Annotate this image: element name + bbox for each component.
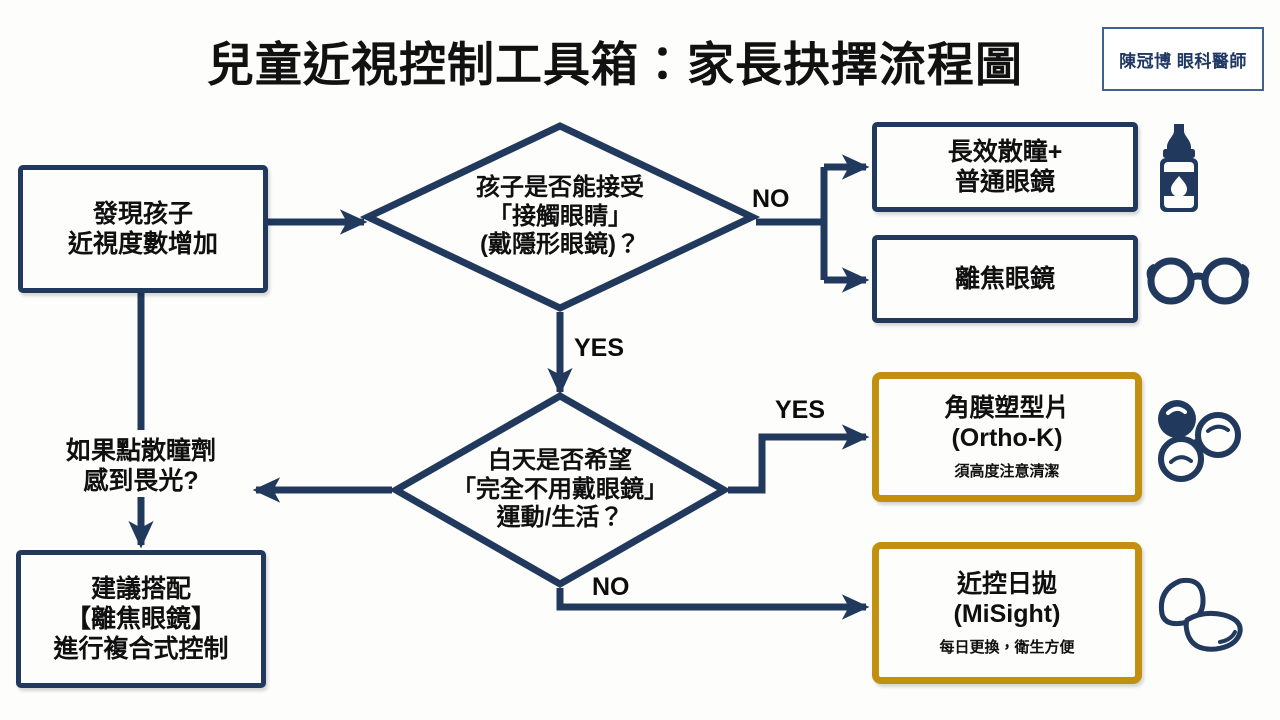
decision1-text: 孩子是否能接受 「接觸眼睛」 (戴隱形眼鏡)？ xyxy=(364,122,756,312)
node-combo-line-2: 【離焦眼鏡】 xyxy=(65,605,216,633)
contact-lens-case-icon xyxy=(1150,398,1250,484)
node-atropine-glasses[interactable]: 長效散瞳+ 普通眼鏡 xyxy=(872,122,1138,212)
node-photophobia-question: 如果點散瞳劑 感到畏光? xyxy=(10,436,272,496)
node-atropine-line-2: 普通眼鏡 xyxy=(954,168,1055,196)
node-decision2-line-1: 白天是否希望 xyxy=(488,446,632,474)
edge-label-decision2-no: NO xyxy=(592,573,630,601)
decision1-shape xyxy=(359,122,761,312)
node-start[interactable]: 發現孩子 近視度數增加 xyxy=(18,165,268,293)
doctor-badge: 陳冠博 眼科醫師 xyxy=(1102,27,1264,91)
node-decision2[interactable]: 白天是否希望 「完全不用戴眼鏡」 運動/生活？ xyxy=(388,391,732,589)
node-decision1-line-3: (戴隱形眼鏡)？ xyxy=(480,231,640,259)
node-ortho-k[interactable]: 角膜塑型片 (Ortho-K) 須高度注意清潔 xyxy=(872,372,1142,502)
node-start-line-1: 發現孩子 xyxy=(92,200,193,228)
daily-contact-lenses-icon xyxy=(1150,572,1250,656)
node-decision2-line-3: 運動/生活？ xyxy=(496,504,624,532)
doctor-badge-label: 陳冠博 眼科醫師 xyxy=(1119,51,1247,71)
page-title: 兒童近視控制工具箱：家長抉擇流程圖 xyxy=(207,38,1023,91)
node-defocus-line-1: 離焦眼鏡 xyxy=(954,265,1055,293)
edge-label-decision1-yes: YES xyxy=(574,334,625,362)
decision2-shape xyxy=(388,391,732,589)
node-misight-line-1: 近控日拋 xyxy=(956,570,1057,598)
node-atropine-line-1: 長效散瞳+ xyxy=(947,138,1063,166)
node-ortho-k-line-2: (Ortho-K) xyxy=(951,424,1063,452)
node-defocus-glasses[interactable]: 離焦眼鏡 xyxy=(872,235,1138,323)
node-decision1-line-2: 「接觸眼睛」 xyxy=(488,202,632,230)
node-combo-line-1: 建議搭配 xyxy=(90,575,191,603)
node-combo-line-3: 進行複合式控制 xyxy=(53,635,229,663)
node-photophobia-line-2: 感到畏光? xyxy=(83,467,199,495)
node-combo-advice[interactable]: 建議搭配 【離焦眼鏡】 進行複合式控制 xyxy=(16,550,266,688)
eyeglasses-icon xyxy=(1146,252,1250,308)
node-decision1-line-1: 孩子是否能接受 xyxy=(476,173,644,201)
node-photophobia-line-1: 如果點散瞳劑 xyxy=(65,437,216,465)
node-decision1[interactable]: 孩子是否能接受 「接觸眼睛」 (戴隱形眼鏡)？ xyxy=(359,122,761,312)
edge-label-decision2-yes: YES xyxy=(775,396,826,424)
edge-label-decision1-no: NO xyxy=(752,185,790,213)
node-misight-line-2: (MiSight) xyxy=(953,600,1061,628)
decision2-text: 白天是否希望 「完全不用戴眼鏡」 運動/生活？ xyxy=(392,392,728,588)
node-start-line-2: 近視度數增加 xyxy=(67,230,218,258)
node-ortho-k-line-1: 角膜塑型片 xyxy=(944,394,1070,422)
eye-drop-bottle-icon xyxy=(1148,122,1210,214)
wire-decision2-yes xyxy=(728,424,870,494)
node-misight-note: 每日更換，衛生方便 xyxy=(939,639,1075,656)
node-ortho-k-note: 須高度注意清潔 xyxy=(954,463,1060,480)
node-decision2-line-2: 「完全不用戴眼鏡」 xyxy=(452,475,668,503)
node-misight[interactable]: 近控日拋 (MiSight) 每日更換，衛生方便 xyxy=(872,542,1142,684)
